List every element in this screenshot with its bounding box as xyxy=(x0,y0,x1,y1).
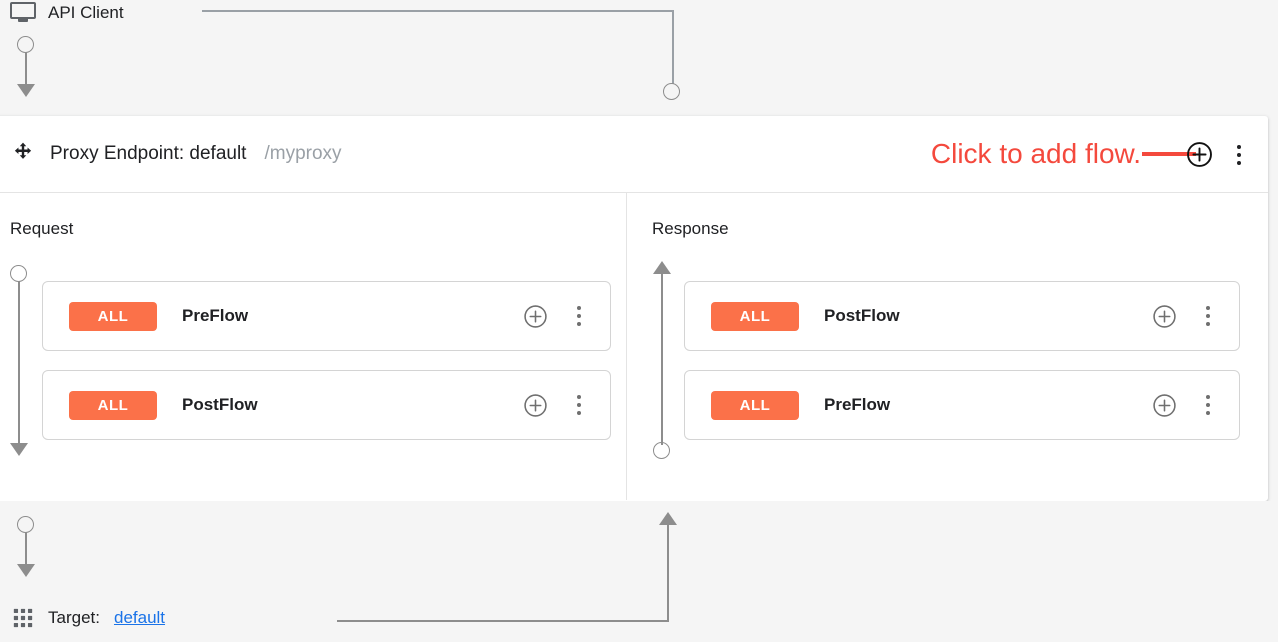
request-flow-list: ALL PreFlow xyxy=(42,281,611,459)
annotation-pointer-line xyxy=(1142,152,1196,156)
flow-card[interactable]: ALL PreFlow xyxy=(42,281,611,351)
flow-condition-badge: ALL xyxy=(69,390,157,420)
proxy-endpoint-panel: Proxy Endpoint: default /myproxy Click t… xyxy=(0,116,1268,501)
api-client-band: API Client xyxy=(0,0,1278,115)
client-request-out-node xyxy=(17,36,34,53)
plus-circle-icon[interactable] xyxy=(1149,301,1179,331)
target-response-line-vertical xyxy=(667,525,669,621)
more-vertical-icon[interactable] xyxy=(1224,140,1254,170)
more-vertical-icon[interactable] xyxy=(564,390,594,420)
response-end-node xyxy=(653,442,670,459)
target-request-in-node xyxy=(17,516,34,533)
flow-condition-badge: ALL xyxy=(69,301,157,331)
flow-card-actions xyxy=(520,390,594,420)
apps-grid-icon xyxy=(13,608,33,628)
response-flow-line xyxy=(660,273,663,445)
flow-card-actions xyxy=(520,301,594,331)
api-client-node[interactable]: API Client xyxy=(10,2,124,24)
flow-condition-badge: ALL xyxy=(711,390,799,420)
flow-card[interactable]: ALL PostFlow xyxy=(42,370,611,440)
response-column: Response ALL PostFlow xyxy=(626,193,1268,500)
client-request-arrow xyxy=(17,84,35,97)
flow-condition-badge: ALL xyxy=(711,301,799,331)
request-column-title: Request xyxy=(10,219,74,238)
proxy-endpoint-title: Proxy Endpoint: default xyxy=(50,143,247,164)
target-band: Target: default xyxy=(0,501,1278,642)
client-request-line xyxy=(24,52,27,85)
panel-header-actions xyxy=(1184,116,1254,193)
target-node[interactable]: Target: default xyxy=(12,607,165,629)
flow-name: PostFlow xyxy=(824,306,900,325)
annotation-text: Click to add flow. xyxy=(930,138,1141,169)
flow-card[interactable]: ALL PreFlow xyxy=(684,370,1240,440)
more-vertical-icon[interactable] xyxy=(1193,301,1223,331)
plus-circle-icon[interactable] xyxy=(520,301,550,331)
target-request-arrow xyxy=(17,564,35,577)
request-flow-arrow xyxy=(10,443,28,456)
request-column: Request ALL PreFlow xyxy=(0,193,626,500)
add-flow-annotation: Click to add flow. xyxy=(931,140,1196,168)
request-flow-line xyxy=(17,281,20,444)
response-column-title: Response xyxy=(652,219,729,238)
target-request-line xyxy=(24,532,27,565)
flow-columns: Request ALL PreFlow xyxy=(0,193,1268,500)
proxy-endpoint-path: /myproxy xyxy=(264,143,342,164)
flow-card-actions xyxy=(1149,390,1223,420)
move-icon[interactable] xyxy=(10,141,36,167)
target-response-line-horizontal xyxy=(337,620,669,622)
response-flow-arrow xyxy=(653,261,671,274)
api-client-label: API Client xyxy=(48,3,124,22)
target-response-arrow xyxy=(659,512,677,525)
target-link[interactable]: default xyxy=(113,608,166,627)
client-response-line-horizontal xyxy=(202,10,674,12)
flow-name: PreFlow xyxy=(824,395,891,414)
proxy-endpoint-header: Proxy Endpoint: default /myproxy Click t… xyxy=(0,116,1268,193)
target-label: Target: xyxy=(48,608,100,627)
flow-card[interactable]: ALL PostFlow xyxy=(684,281,1240,351)
plus-circle-icon[interactable] xyxy=(1149,390,1179,420)
client-response-line-vertical xyxy=(672,10,674,84)
plus-circle-icon[interactable] xyxy=(520,390,550,420)
plus-circle-icon[interactable] xyxy=(1184,140,1214,170)
more-vertical-icon[interactable] xyxy=(1193,390,1223,420)
flow-card-actions xyxy=(1149,301,1223,331)
client-response-in-node xyxy=(663,83,680,100)
request-start-node xyxy=(10,265,27,282)
more-vertical-icon[interactable] xyxy=(564,301,594,331)
flow-name: PostFlow xyxy=(182,395,258,414)
response-flow-list: ALL PostFlow xyxy=(684,281,1240,459)
monitor-icon xyxy=(10,2,36,24)
flow-name: PreFlow xyxy=(182,306,249,325)
